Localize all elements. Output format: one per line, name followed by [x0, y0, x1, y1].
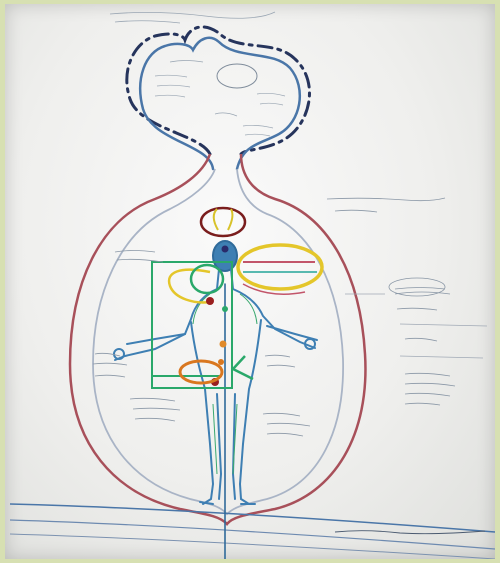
energy-body-drawing: [5, 4, 495, 559]
upper-small-circle: [217, 64, 257, 88]
crown-yellow-antennae: [214, 209, 233, 230]
upper-bubble-dashed-outline: [127, 27, 310, 154]
paper-sheet: [5, 4, 495, 559]
upper-bubble-notes: [155, 61, 285, 137]
top-handwritten-notes: [110, 12, 275, 23]
yellow-right-aura: [238, 245, 322, 289]
bottom-notes: [335, 531, 485, 534]
left-side-notes: [93, 251, 310, 437]
green-chevron: [233, 356, 253, 379]
crown-dark-red-oval: [201, 208, 245, 236]
right-side-notes: [327, 198, 487, 405]
